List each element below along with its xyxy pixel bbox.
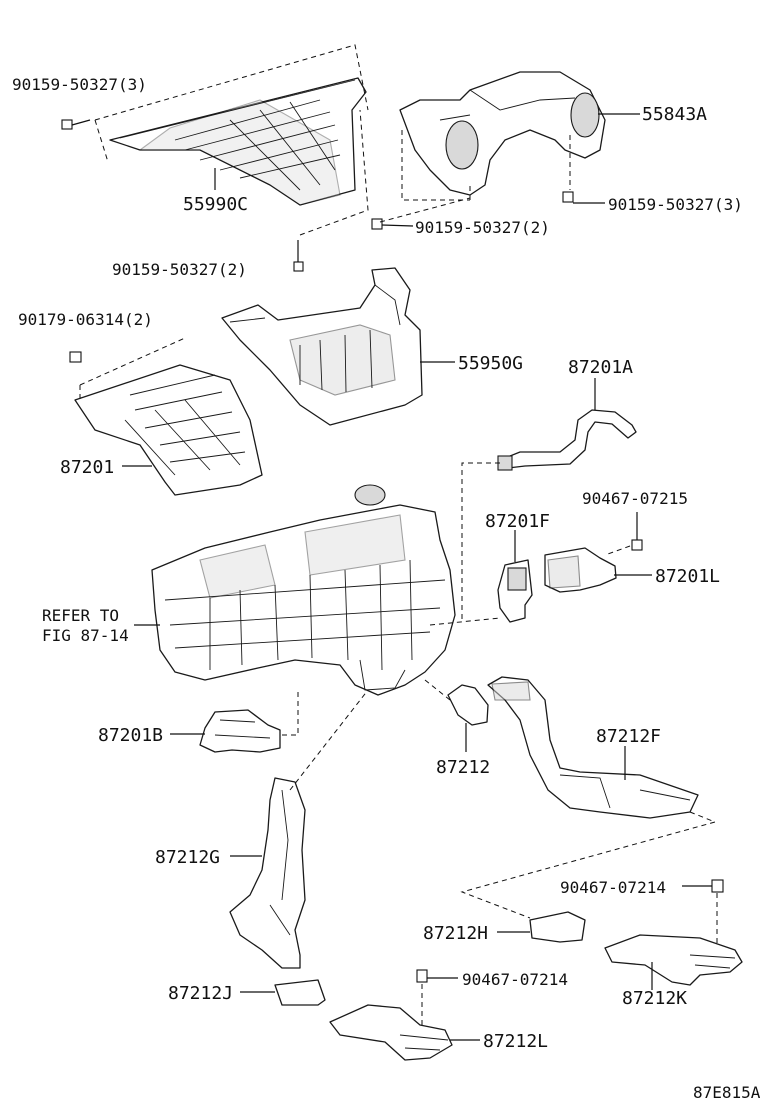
dash-hvac-87201f — [429, 617, 501, 626]
part-87201f[interactable] — [497, 559, 533, 623]
label-55990c: 55990C — [183, 194, 248, 215]
part-hvac-unit[interactable] — [151, 484, 456, 696]
dash-87201b — [282, 690, 299, 736]
label-87201: 87201 — [60, 457, 114, 478]
part-87201a[interactable] — [497, 409, 637, 471]
part-87201[interactable] — [74, 364, 263, 496]
part-87212h[interactable] — [529, 911, 586, 943]
dash-87212f-87212h — [460, 811, 717, 919]
part-87201l[interactable] — [544, 547, 617, 593]
label-90159-50327-2-left: 90159-50327(2) — [112, 260, 247, 279]
part-87212f[interactable] — [487, 676, 699, 819]
label-90159-50327-3-right: 90159-50327(3) — [608, 195, 743, 214]
label-90159-50327-2-mid: 90159-50327(2) — [415, 218, 550, 237]
label-87201f: 87201F — [485, 511, 550, 532]
part-55990c[interactable] — [109, 77, 367, 206]
label-87212j: 87212J — [168, 983, 233, 1004]
label-87201b: 87201B — [98, 725, 163, 746]
bolt-90467-07214-right[interactable] — [682, 879, 724, 950]
label-87212l: 87212L — [483, 1031, 548, 1052]
part-87212l[interactable] — [329, 1004, 453, 1061]
bolt-90159-50327-2-mid[interactable] — [371, 197, 471, 230]
label-55843a: 55843A — [642, 104, 707, 125]
label-90179-06314-2: 90179-06314(2) — [18, 310, 153, 329]
label-87212: 87212 — [436, 757, 490, 778]
bolt-90159-50327-3-right[interactable] — [562, 191, 605, 204]
part-87201b[interactable] — [199, 709, 281, 753]
dash-55843a — [401, 130, 571, 201]
part-87212j[interactable] — [274, 979, 326, 1006]
dash-87201 — [79, 337, 186, 400]
label-90467-07214-right: 90467-07214 — [560, 878, 666, 897]
part-55843a[interactable] — [399, 71, 606, 196]
label-55950g: 55950G — [458, 353, 523, 374]
bolt-90159-50327-2-left[interactable] — [293, 240, 304, 272]
bolt-90467-07215[interactable] — [604, 512, 643, 556]
label-90467-07214-left: 90467-07214 — [462, 970, 568, 989]
bolt-90159-50327-3-top[interactable] — [61, 119, 91, 130]
label-figure-id: 87E815A — [693, 1083, 760, 1102]
part-87212[interactable] — [447, 684, 489, 726]
label-87201a: 87201A — [568, 357, 633, 378]
label-87212h: 87212H — [423, 923, 488, 944]
label-90159-50327-3-top: 90159-50327(3) — [12, 75, 147, 94]
bolt-90179-06314-2[interactable] — [69, 351, 82, 363]
dash-87212g — [289, 689, 369, 791]
label-87212k: 87212K — [622, 988, 687, 1009]
part-87212g[interactable] — [229, 777, 306, 969]
part-87212k[interactable] — [604, 934, 743, 986]
label-refer-to: REFER TO — [42, 606, 119, 625]
label-87212g: 87212G — [155, 847, 220, 868]
dash-87212 — [424, 679, 451, 701]
part-55950g[interactable] — [221, 267, 423, 426]
label-87201l: 87201L — [655, 566, 720, 587]
dash-55990c-box — [94, 44, 369, 236]
label-fig-87-14: FIG 87-14 — [42, 626, 129, 645]
label-87212f: 87212F — [596, 726, 661, 747]
dash-87201a — [461, 462, 500, 620]
bolt-90467-07214-left[interactable] — [416, 969, 458, 1030]
label-90467-07215: 90467-07215 — [582, 489, 688, 508]
